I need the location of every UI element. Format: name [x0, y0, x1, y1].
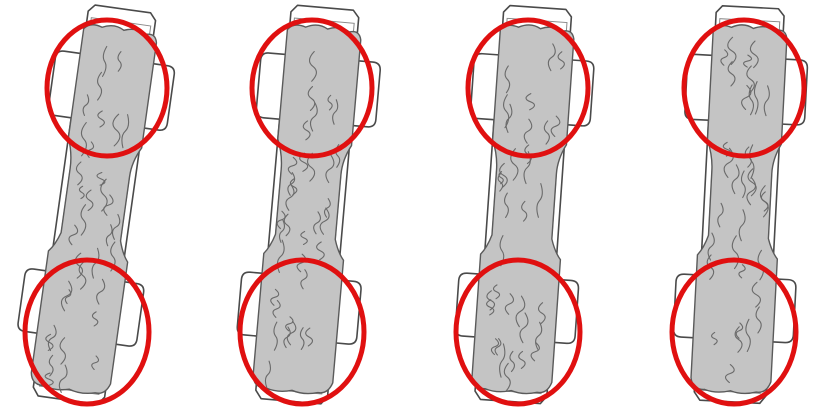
pad-1: [8, 1, 182, 409]
pad-4: [670, 4, 811, 405]
